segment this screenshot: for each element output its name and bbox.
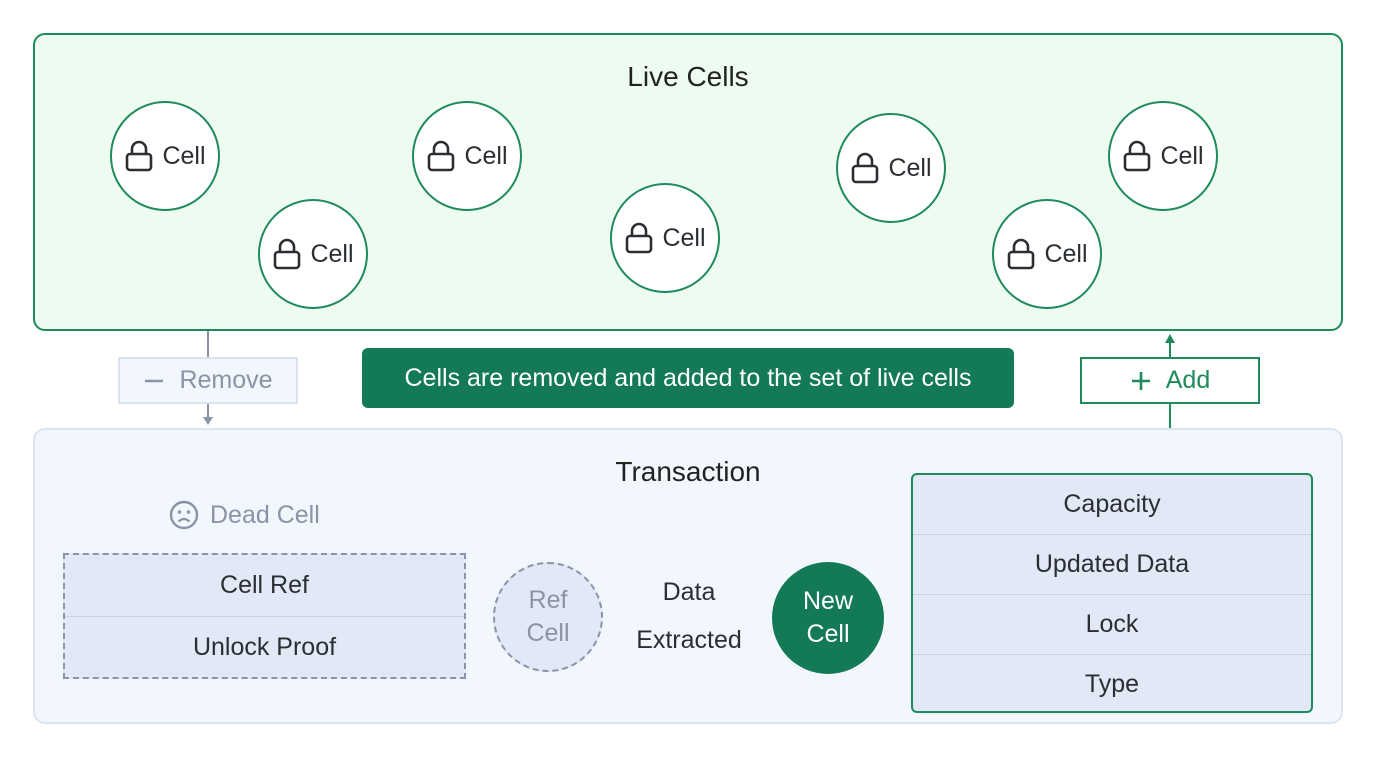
lock-icon: [428, 140, 455, 172]
input-row-unlock-proof: Unlock Proof: [65, 616, 464, 678]
info-banner: Cells are removed and added to the set o…: [362, 348, 1014, 408]
remove-label: Remove: [179, 366, 273, 394]
add-label: Add: [1165, 366, 1211, 394]
add-button[interactable]: Add: [1080, 357, 1260, 404]
banner-text: Cells are removed and added to the set o…: [404, 363, 972, 392]
plus-icon: [1131, 371, 1150, 390]
cell-label: Cell: [1044, 239, 1088, 268]
live-cells-title: Live Cells: [627, 61, 749, 92]
ref-cell-node[interactable]: Ref Cell: [493, 562, 603, 672]
remove-arrowhead: [203, 417, 213, 425]
live-cell[interactable]: Cell: [110, 101, 220, 211]
output-row-capacity: Capacity: [1063, 490, 1161, 518]
cell-label: Cell: [888, 153, 932, 182]
live-cell[interactable]: Cell: [610, 183, 720, 293]
new-cell-line2: Cell: [806, 620, 850, 648]
output-row-type: Type: [913, 654, 1311, 711]
live-cell[interactable]: Cell: [412, 101, 522, 211]
transaction-title: Transaction: [615, 456, 761, 487]
lock-icon: [626, 222, 653, 254]
add-arrowhead: [1165, 334, 1175, 343]
live-cell[interactable]: Cell: [836, 113, 946, 223]
output-cell-table[interactable]: Capacity Updated Data Lock Type: [911, 473, 1313, 713]
live-cell[interactable]: Cell: [1108, 101, 1218, 211]
dead-cell-text: Dead Cell: [210, 500, 320, 529]
arrow-label-data: Data: [662, 578, 716, 606]
new-cell-line1: New: [802, 587, 853, 615]
sad-face-icon: [169, 500, 199, 530]
cell-label: Cell: [464, 141, 508, 170]
new-cell-node[interactable]: New Cell: [772, 562, 884, 674]
ref-cell-line1: Ref: [528, 586, 568, 614]
cell-label: Cell: [1160, 141, 1204, 170]
cell-label: Cell: [662, 223, 706, 252]
cell-label: Cell: [310, 239, 354, 268]
arrow-label-extracted: Extracted: [636, 626, 742, 654]
lock-icon: [1124, 140, 1151, 172]
lock-icon: [274, 238, 301, 270]
live-cell[interactable]: Cell: [992, 199, 1102, 309]
lock-icon: [126, 140, 153, 172]
ref-cell-line2: Cell: [526, 619, 570, 647]
input-row-cell-ref: Cell Ref: [220, 571, 309, 599]
dead-cell-label: Dead Cell: [168, 498, 320, 532]
cell-label: Cell: [162, 141, 206, 170]
output-row-updated-data: Updated Data: [913, 534, 1311, 594]
input-cell-table[interactable]: Cell Ref Unlock Proof: [63, 553, 466, 679]
live-cell[interactable]: Cell: [258, 199, 368, 309]
minus-icon: [145, 379, 164, 382]
output-row-lock: Lock: [913, 594, 1311, 654]
lock-icon: [1008, 238, 1035, 270]
lock-icon: [852, 152, 879, 184]
remove-button[interactable]: Remove: [118, 357, 298, 404]
